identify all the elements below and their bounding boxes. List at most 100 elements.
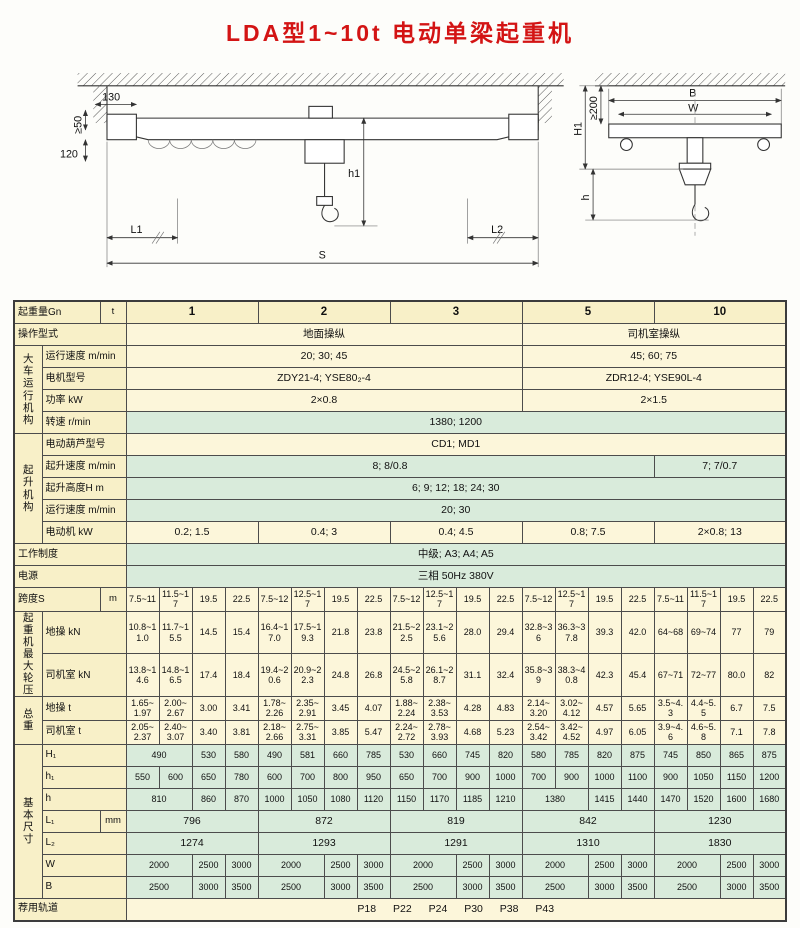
row-label: 跨度S: [13, 587, 101, 612]
spec-value: 5.23: [488, 719, 523, 745]
spec-value: 38.3~40.8: [554, 653, 589, 698]
spec-value: 7.5~12: [521, 587, 556, 612]
ceiling-hatch-right: [595, 73, 786, 86]
spec-value: 0.4; 4.5: [389, 521, 523, 544]
dim-label-ge50: ≥50: [73, 116, 85, 134]
spec-value: 19.5: [587, 587, 622, 612]
spec-value: 820: [587, 743, 622, 767]
row-label: 地操 kN: [41, 610, 127, 655]
spec-value: 80.0: [719, 653, 754, 698]
girder: [106, 117, 539, 141]
spec-value: 810: [125, 787, 193, 811]
spec-value: 2.24~2.72: [389, 719, 424, 745]
spec-value: 地面操纵: [125, 323, 523, 346]
spec-value: 69~74: [686, 610, 721, 655]
spec-value: ZDR12-4; YSE90L-4: [521, 367, 787, 390]
spec-value: 3500: [488, 875, 523, 899]
spec-value: 24.8: [323, 653, 358, 698]
row-label: 电源: [13, 565, 127, 588]
spec-value: 2.40~3.07: [158, 719, 193, 745]
spec-value: 2000: [521, 853, 589, 877]
spec-value: 4.68: [455, 719, 490, 745]
panel-box: [308, 105, 333, 119]
dim-label-S: S: [319, 249, 326, 261]
spec-value: 21.8: [323, 610, 358, 655]
spec-value: 司机室操纵: [521, 323, 787, 346]
spec-value: 72~77: [686, 653, 721, 698]
ceiling-hatch: [77, 73, 564, 86]
spec-value: 5.47: [356, 719, 391, 745]
spec-value: 900: [653, 765, 688, 789]
spec-value: 7.5~12: [389, 587, 424, 612]
spec-value: 3500: [224, 875, 259, 899]
spec-value: 1120: [356, 787, 391, 811]
hook-icon: [321, 205, 339, 223]
spec-value: 875: [620, 743, 655, 767]
spec-value: 18.4: [224, 653, 259, 698]
spec-value: 842: [521, 809, 655, 833]
row-label: 起重量Gn: [13, 300, 101, 324]
spec-value: 1080: [323, 787, 358, 811]
dim-label-W: W: [688, 102, 699, 114]
hoist-section: [678, 168, 712, 186]
spec-value: 3000: [488, 853, 523, 877]
dim-label-130: 130: [102, 92, 120, 104]
right-wall-hatch: [538, 85, 552, 124]
row-label: L₂: [41, 831, 127, 855]
spec-value: 800: [323, 765, 358, 789]
spec-value: 1100: [620, 765, 655, 789]
festoon-cables: [147, 139, 257, 149]
row-label: 司机室 kN: [41, 653, 127, 698]
spec-value: 35.8~39: [521, 653, 556, 698]
spec-value: 1170: [422, 787, 457, 811]
row-label: 电动机 kW: [41, 521, 127, 544]
spec-value: 3500: [752, 875, 787, 899]
row-label: H₁: [41, 743, 127, 767]
section-label: 大车运行机构: [13, 345, 43, 434]
spec-value: 6.7: [719, 696, 754, 721]
spec-value: 20; 30: [125, 499, 787, 522]
spec-value: 0.2; 1.5: [125, 521, 259, 544]
bottom-flange: [678, 162, 712, 170]
spec-value: 22.5: [488, 587, 523, 612]
spec-value: 600: [257, 765, 292, 789]
spec-value: 600: [158, 765, 193, 789]
spec-value: 1050: [686, 765, 721, 789]
spec-value: 950: [356, 765, 391, 789]
row-label: 功率 kW: [41, 389, 127, 412]
spec-value: 3000: [719, 875, 754, 899]
spec-value: 13.8~14.6: [125, 653, 160, 698]
spec-value: 1150: [389, 787, 424, 811]
spec-value: 3500: [620, 875, 655, 899]
spec-value: 660: [323, 743, 358, 767]
spec-value: 7.5: [752, 696, 787, 721]
left-end-carriage: [106, 113, 137, 141]
dim-label-120: 120: [60, 148, 78, 160]
end-truck-frame: [608, 123, 782, 139]
spec-value: 900: [554, 765, 589, 789]
spec-value: 2500: [125, 875, 193, 899]
spec-value: 780: [224, 765, 259, 789]
spec-value: 1210: [488, 787, 523, 811]
spec-value: 700: [422, 765, 457, 789]
spec-value: P18 P22 P24 P30 P38 P43: [125, 897, 787, 921]
spec-value: 3.42~4.52: [554, 719, 589, 745]
dim-label-L2: L2: [491, 224, 503, 236]
row-label: L₁: [41, 809, 101, 833]
spec-value: 2500: [587, 853, 622, 877]
spec-value: 20; 30; 45: [125, 345, 523, 368]
spec-value: 1470: [653, 787, 688, 811]
spec-value: 12.5~17: [290, 587, 325, 612]
spec-value: 2500: [455, 853, 490, 877]
wheel-right: [757, 138, 771, 152]
spec-value: 7.5~11: [125, 587, 160, 612]
row-label: 荐用轨道: [13, 897, 127, 921]
